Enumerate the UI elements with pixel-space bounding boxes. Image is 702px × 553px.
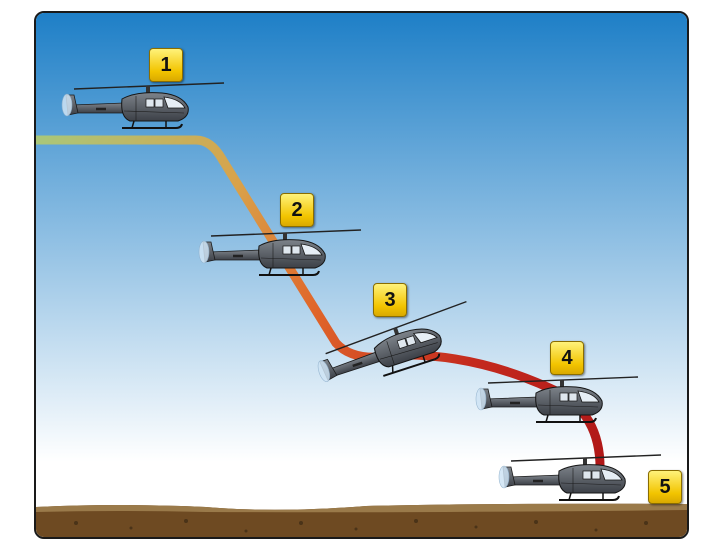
ground-texture <box>74 519 648 533</box>
sky-background <box>36 13 687 537</box>
step-badge-5: 5 <box>648 470 682 504</box>
diagram-canvas <box>36 13 687 537</box>
step-badge-4: 4 <box>550 341 584 375</box>
diagram-frame: 1 2 3 4 5 <box>34 11 689 539</box>
step-badge-3: 3 <box>373 283 407 317</box>
step-badge-2: 2 <box>280 193 314 227</box>
ground <box>36 503 687 537</box>
step-badge-1: 1 <box>149 48 183 82</box>
ground-ridge <box>36 503 687 513</box>
